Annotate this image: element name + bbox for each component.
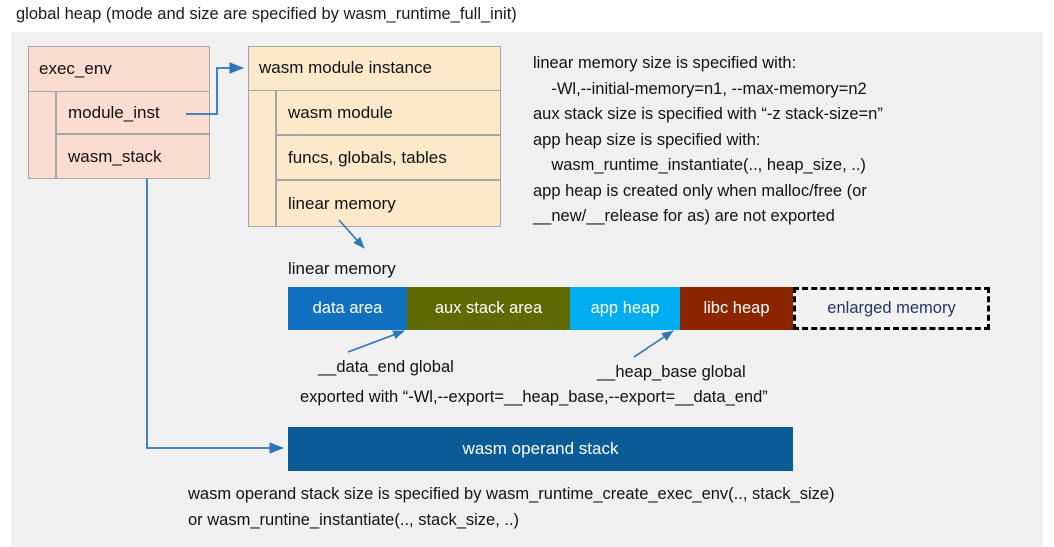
exec-env-field-module-inst: module_inst [56, 91, 210, 134]
page-title: global heap (mode and size are specified… [16, 5, 517, 23]
configuration-notes: linear memory size is specified with: -W… [533, 54, 883, 225]
memory-segment-aux-stack-area: aux stack area [407, 287, 570, 330]
module-instance-field-funcs-globals-tables: funcs, globals, tables [276, 135, 501, 180]
linear-memory-caption: linear memory [288, 259, 396, 278]
memory-segment-app-heap: app heap [570, 287, 680, 330]
module-instance-field-linear-memory: linear memory [276, 180, 501, 227]
operand-stack-note: wasm operand stack size is specified by … [188, 485, 835, 529]
memory-segment-enlarged-memory: enlarged memory [793, 287, 990, 330]
module-instance-indent-column [248, 90, 276, 227]
annotation-heap-base: __heap_base global [597, 363, 746, 381]
annotation-data-end: __data_end global [318, 358, 454, 376]
exec-env-field-wasm-stack: wasm_stack [56, 134, 210, 179]
exec-env-indent-column [28, 91, 56, 179]
module-instance-field-wasm-module: wasm module [276, 90, 501, 135]
memory-segment-libc-heap: libc heap [680, 287, 793, 330]
memory-segment-data-area: data area [288, 287, 407, 330]
annotation-exported-with: exported with “-Wl,--export=__heap_base,… [300, 388, 768, 406]
wasm-operand-stack-box: wasm operand stack [288, 427, 793, 471]
exec-env-header: exec_env [39, 58, 112, 78]
wasm-module-instance-header: wasm module instance [259, 58, 432, 77]
